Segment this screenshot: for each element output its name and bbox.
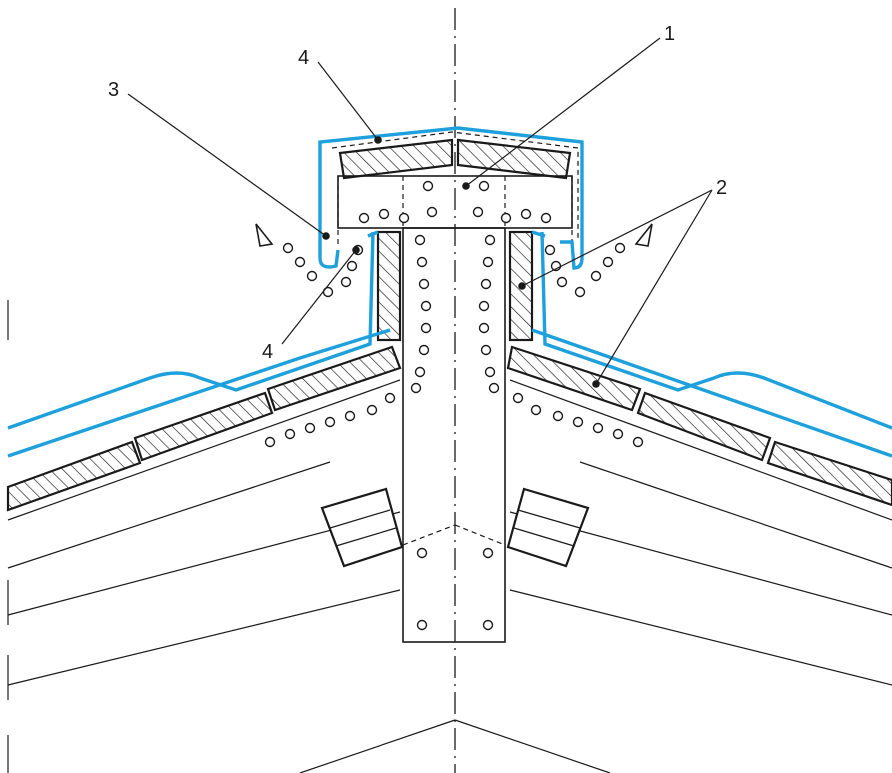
callout-3: 3	[108, 79, 119, 101]
battens	[320, 487, 590, 568]
roof-tiles-right	[506, 345, 892, 507]
roof-tiles-left	[6, 345, 402, 512]
membrane-lines	[7, 126, 892, 458]
callout-4-top: 4	[298, 47, 309, 69]
airflow-post	[410, 234, 500, 394]
membrane-right	[540, 231, 892, 430]
membrane-cap	[318, 126, 584, 270]
callout-2: 2	[716, 177, 727, 199]
ridge-cap	[331, 131, 579, 245]
airflow-under-roof	[264, 392, 644, 448]
callout-4-bottom: 4	[262, 341, 273, 363]
airflow-top	[358, 180, 552, 224]
membrane-left	[7, 231, 375, 430]
rafter-lines	[7, 379, 892, 773]
side-boards	[376, 230, 534, 342]
airflow-right	[544, 223, 653, 298]
callout-1: 1	[664, 23, 675, 45]
airflow-left	[255, 223, 364, 298]
ridge-post	[402, 227, 506, 643]
callout-leaders	[127, 37, 713, 388]
